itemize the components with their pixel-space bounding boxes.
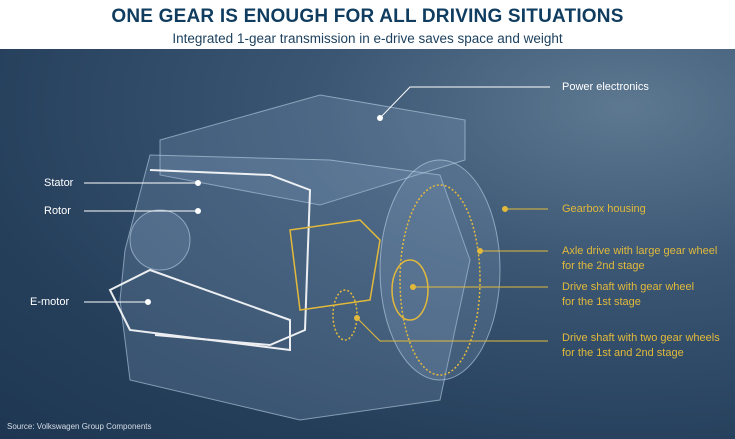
gearbox-housing-shape — [379, 159, 501, 381]
label-drive-shaft-two-line1: Drive shaft with two gear wheels — [562, 332, 720, 344]
label-power-electronics: Power electronics — [562, 81, 649, 93]
header: ONE GEAR IS ENOUGH FOR ALL DRIVING SITUA… — [0, 0, 735, 49]
label-drive-shaft-line1: Drive shaft with gear wheel — [562, 281, 695, 293]
large-gear-wheel — [399, 184, 481, 376]
motor-body — [119, 154, 471, 421]
label-axle-drive: Axle drive with large gear wheel for the… — [562, 244, 717, 274]
e-motor-outline — [108, 268, 291, 352]
label-stator: Stator — [44, 177, 74, 189]
label-axle-drive-line1: Axle drive with large gear wheel — [562, 245, 718, 257]
edrive-illustration — [84, 86, 550, 421]
label-rotor: Rotor — [44, 205, 71, 217]
label-drive-shaft-line2: for the 1st stage — [562, 296, 641, 308]
label-drive-shaft-two-gears: Drive shaft with two gear wheels for the… — [562, 331, 720, 361]
label-e-motor: E-motor — [30, 296, 70, 308]
power-electronics-box — [159, 94, 466, 206]
gear-block — [289, 219, 381, 311]
diagram-area: Power electronics Stator Rotor E-motor G… — [0, 49, 735, 439]
page-title: ONE GEAR IS ENOUGH FOR ALL DRIVING SITUA… — [111, 6, 624, 27]
rotor-end — [129, 209, 191, 271]
page-subtitle: Integrated 1-gear transmission in e-driv… — [172, 31, 563, 46]
label-drive-shaft-two-line2: for the 1st and 2nd stage — [562, 347, 684, 359]
label-gearbox-housing: Gearbox housing — [562, 203, 646, 215]
drive-shaft-gear — [391, 259, 429, 321]
label-drive-shaft: Drive shaft with gear wheel for the 1st … — [562, 280, 694, 310]
source-note: Source: Volkswagen Group Components — [7, 422, 152, 431]
stator-outline — [149, 169, 312, 347]
label-axle-drive-line2: for the 2nd stage — [562, 260, 645, 272]
